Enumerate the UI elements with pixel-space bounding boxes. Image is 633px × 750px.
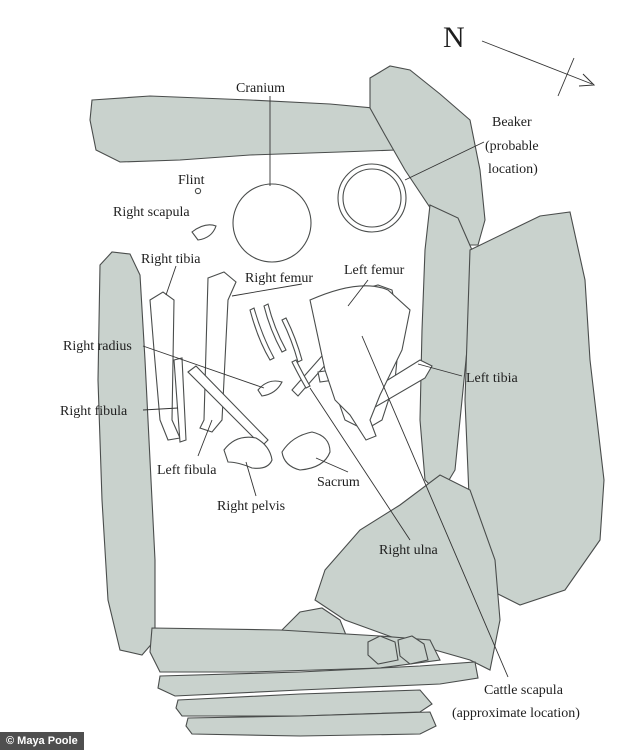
beaker-inner [342, 168, 402, 228]
rib-1 [249, 307, 275, 361]
leader-lines [142, 96, 509, 678]
leader-right-ulna [309, 387, 411, 541]
stones [89, 65, 605, 737]
credit-text: © Maya Poole [6, 735, 78, 747]
label-left-fibula: Left fibula [157, 463, 217, 478]
label-right-femur: Right femur [245, 271, 313, 286]
label-beaker-3: location) [488, 162, 538, 177]
label-cattle-scapula-2: (approximate location) [452, 706, 580, 721]
leader-left-femur [347, 279, 369, 307]
leader-right-radius [142, 345, 265, 389]
stone-bottom-slab-2 [157, 661, 479, 697]
stone-top-right-slab [369, 65, 486, 246]
leader-right-pelvis [245, 461, 257, 497]
north-arrow-line [481, 40, 593, 85]
right-pelvis-shape [223, 436, 273, 469]
label-flint: Flint [178, 173, 205, 188]
leader-cattle-scapula [361, 335, 509, 678]
stone-left [97, 251, 156, 656]
rib-3 [281, 317, 303, 363]
leader-right-femur [231, 283, 303, 297]
right-radius-shape [257, 380, 283, 397]
stone-bottom-pebble-2 [397, 635, 429, 665]
cranium-shape [232, 183, 312, 263]
label-right-pelvis: Right pelvis [217, 499, 285, 514]
leader-right-fibula [142, 407, 179, 411]
stone-right-inner [419, 204, 473, 496]
right-scapula-shape [191, 224, 217, 241]
label-beaker-1: Beaker [492, 115, 532, 130]
leader-beaker [404, 141, 485, 181]
stone-bottom-slab-4 [185, 711, 437, 737]
label-left-tibia: Left tibia [466, 371, 518, 386]
label-cranium: Cranium [236, 81, 285, 96]
north-arrow-tick [557, 57, 575, 97]
stone-bottom-right [314, 474, 501, 671]
leader-left-tibia [417, 363, 463, 377]
north-arrow-head [578, 73, 596, 87]
credit-badge: © Maya Poole [0, 732, 84, 750]
label-right-fibula: Right fibula [60, 404, 128, 419]
rib-4 [291, 359, 311, 389]
label-right-scapula: Right scapula [113, 205, 190, 220]
left-fibula-shape [187, 365, 269, 447]
label-cattle-scapula-1: Cattle scapula [484, 683, 564, 698]
rib-2 [263, 303, 287, 353]
stone-top [89, 95, 403, 163]
label-right-tibia: Right tibia [141, 252, 201, 267]
north-label: N [443, 21, 465, 54]
leader-right-tibia [165, 265, 177, 296]
label-sacrum: Sacrum [317, 475, 360, 490]
label-left-femur: Left femur [344, 263, 405, 278]
label-right-radius: Right radius [63, 339, 132, 354]
labels: Cranium Beaker (probable location) Flint… [60, 81, 580, 721]
north-arrow: N [443, 21, 596, 97]
label-right-ulna: Right ulna [379, 543, 439, 558]
sacrum-shape [281, 431, 331, 471]
stone-bottom-pebble-1 [367, 635, 399, 665]
cattle-scapula-shape [309, 285, 411, 441]
leader-left-fibula [197, 419, 213, 457]
flint-shape [194, 187, 202, 195]
skeleton [149, 163, 433, 471]
label-beaker-2: (probable [485, 139, 539, 154]
leader-sacrum [315, 457, 349, 473]
